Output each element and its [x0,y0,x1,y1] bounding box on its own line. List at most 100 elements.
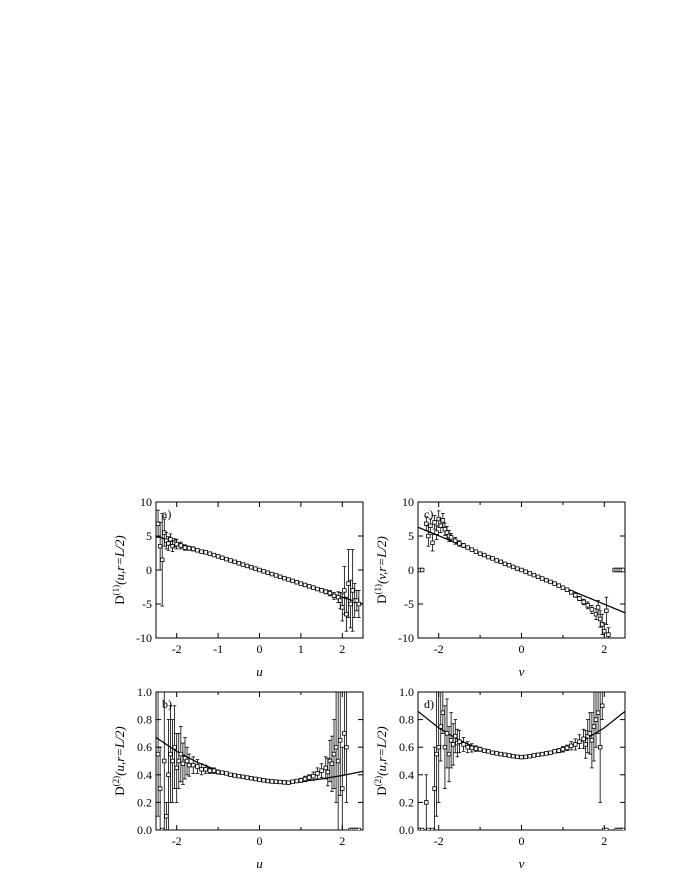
data-point [319,768,324,773]
data-point [302,776,308,782]
data-point [257,777,262,782]
x-tick-label: 2 [601,642,607,656]
data-point [282,575,287,581]
data-point [552,749,557,754]
data-point [577,739,582,744]
data-point [597,745,603,750]
data-point [335,758,341,764]
data-point [450,742,456,747]
data-point [261,778,266,783]
data-point [577,596,582,601]
data-point [253,776,258,782]
data-point [172,745,177,750]
data-point [482,552,487,558]
data-point [356,827,362,830]
data-point [249,776,254,781]
data-point [338,738,343,743]
data-point [444,731,450,736]
data-point [506,563,512,568]
y-tick-label: 0.0 [399,823,414,837]
data-point [211,552,217,558]
data-point [438,724,443,729]
data-point [426,827,431,830]
y-tick-label: -5 [404,597,414,611]
data-point [585,603,590,608]
x-tick-label: 0 [257,834,263,848]
data-point [331,593,337,599]
data-point [604,827,609,830]
data-point [523,754,528,760]
data-point [564,587,570,592]
y-axis-label: D(1)(u,r=L/2) [111,535,127,604]
panel-label: b) [162,697,172,711]
data-point [544,578,549,583]
data-point [457,739,462,744]
data-point [560,585,566,590]
panel-label: d) [424,697,434,711]
data-point [581,599,586,605]
data-point [502,561,508,567]
data-point [164,814,169,819]
data-point [490,556,495,561]
data-point [587,731,593,736]
data-point [342,731,347,736]
y-tick-label: 5 [146,529,152,543]
data-point [527,753,532,759]
data-point [350,588,355,593]
plot-area [156,509,363,632]
data-point [168,751,173,757]
data-point [240,562,246,567]
data-point [315,771,320,776]
data-point [515,566,520,571]
y-tick-label: 10 [402,495,414,509]
data-point [195,764,200,769]
data-point [428,523,433,528]
y-tick-label: -5 [142,597,152,611]
y-axis-label-sup: (1) [373,584,383,595]
data-point [224,771,229,776]
data-point [215,554,221,559]
y-axis-label-sup: (2) [111,776,121,787]
x-tick-label: 0 [257,642,263,656]
data-point [465,545,470,550]
y-axis-label-main: D [112,595,127,604]
data-point [620,827,625,830]
data-point [342,588,347,593]
y-tick-label: 0.2 [137,795,152,809]
data-point [176,758,181,764]
data-point [535,752,541,757]
data-point [593,717,599,722]
data-point [253,566,258,571]
data-point [156,751,161,757]
data-point [160,827,165,830]
data-point [461,742,466,747]
data-point [527,571,532,576]
data-point [294,580,299,585]
data-point [344,612,349,617]
data-point [511,753,516,759]
data-point [564,745,570,751]
data-point [311,773,316,779]
data-point [236,561,241,566]
data-point [340,786,345,791]
x-tick-label: 1 [298,642,304,656]
data-point [160,557,165,562]
data-point [604,608,609,613]
data-point [432,786,437,791]
data-point [207,551,213,556]
data-point [319,588,324,593]
plot-area [418,692,625,830]
y-axis-label-sup: (1) [111,585,121,596]
data-point [544,751,549,756]
data-point [583,742,588,747]
data-point [228,558,233,563]
y-tick-label: 1.0 [399,685,414,699]
data-point [265,570,270,575]
data-point [323,589,328,594]
data-point [311,585,316,590]
data-point [315,586,320,592]
data-point [556,583,561,588]
data-point [184,758,190,764]
y-tick-label: 0.2 [399,795,414,809]
